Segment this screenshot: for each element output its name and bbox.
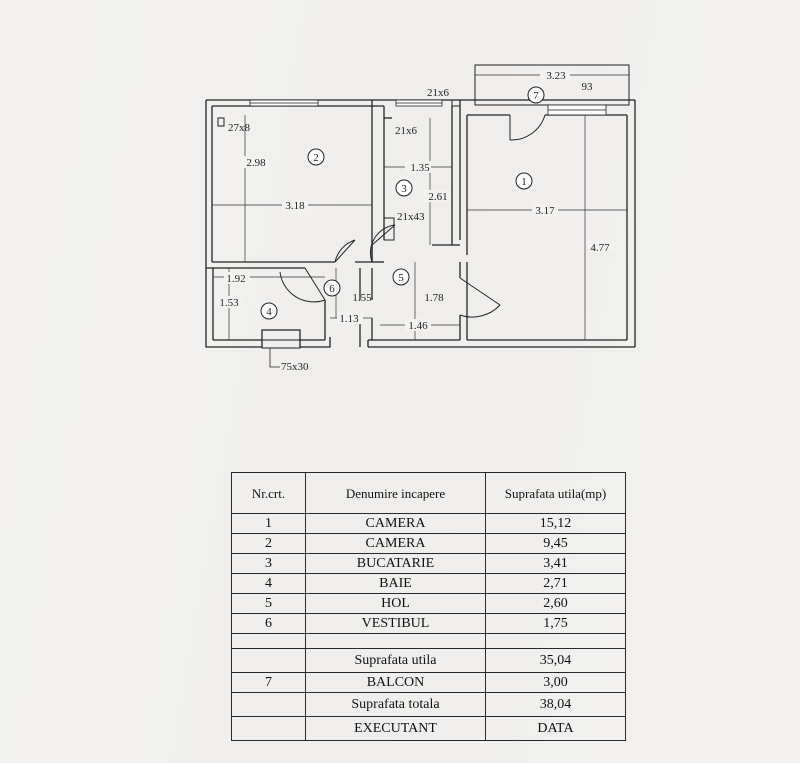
room-number-2: 2 [313, 152, 319, 164]
dim-niche-room2: 27x8 [228, 122, 251, 134]
row-name: BUCATARIE [305, 553, 486, 574]
row-name: CAMERA [305, 513, 486, 534]
row-area: 2,60 [485, 593, 626, 614]
footer-row: EXECUTANT DATA [231, 716, 626, 741]
useful-area-label: Suprafata utila [305, 648, 486, 673]
dim-balcony-width: 3.23 [546, 70, 566, 82]
room-number-6: 6 [329, 283, 335, 295]
table-row: 4 BAIE 2,71 [231, 573, 626, 594]
total-area-value: 38,04 [485, 692, 626, 717]
table-spacer-row [231, 633, 626, 649]
table-row: 3 BUCATARIE 3,41 [231, 553, 626, 574]
table-row: 6 VESTIBUL 1,75 [231, 613, 626, 634]
dim-vestibule-height: 1.55 [352, 292, 372, 304]
dim-balcony-depth: 93 [582, 81, 594, 93]
door-balcony [509, 114, 546, 141]
header-useful-area: Suprafata utila(mp) [485, 472, 626, 514]
row-area: 1,75 [485, 613, 626, 634]
row-name: CAMERA [305, 533, 486, 554]
dim-room2-width: 3.18 [285, 200, 305, 212]
row-nr: 5 [231, 593, 306, 614]
balcony-nr: 7 [231, 672, 306, 693]
total-area-label: Suprafata totala [305, 692, 486, 717]
door-room2 [334, 239, 356, 263]
balcony-row: 7 BALCON 3,00 [231, 672, 626, 693]
dim-vent-kitchen: 21x6 [395, 125, 418, 137]
total-area-row: Suprafata totala 38,04 [231, 692, 626, 717]
row-nr: 4 [231, 573, 306, 594]
row-area: 9,45 [485, 533, 626, 554]
executant-label: EXECUTANT [305, 716, 486, 741]
door-bath [279, 267, 326, 303]
room-number-1: 1 [521, 176, 527, 188]
header-room-name: Denumire incapere [305, 472, 486, 514]
dim-room1-width: 3.17 [535, 205, 555, 217]
dim-hall-height: 1.78 [424, 292, 444, 304]
row-name: BAIE [305, 573, 486, 594]
outer-wall-left-block [205, 100, 331, 348]
row-area: 15,12 [485, 513, 626, 534]
dim-bath-shaft: 75x30 [281, 361, 309, 373]
table-header-row: Nr.crt. Denumire incapere Suprafata util… [231, 472, 626, 514]
row-nr: 1 [231, 513, 306, 534]
door-room1 [459, 277, 501, 318]
balcony-area: 3,00 [485, 672, 626, 693]
dim-kitchen-shaft: 21x43 [397, 211, 425, 223]
dim-kitchen-height: 2.61 [428, 191, 447, 203]
row-area: 3,41 [485, 553, 626, 574]
table-row: 5 HOL 2,60 [231, 593, 626, 614]
room-number-7: 7 [533, 90, 539, 102]
dim-hall-width: 1.46 [408, 320, 428, 332]
useful-area-row: Suprafata utila 35,04 [231, 648, 626, 673]
row-area: 2,71 [485, 573, 626, 594]
useful-area-value: 35,04 [485, 648, 626, 673]
table-row: 1 CAMERA 15,12 [231, 513, 626, 534]
row-nr: 3 [231, 553, 306, 574]
dim-vestibule-width: 1.13 [339, 313, 359, 325]
room-number-5: 5 [398, 272, 404, 284]
header-nr: Nr.crt. [231, 472, 306, 514]
room-number-3: 3 [401, 183, 407, 195]
door-kitchen [369, 224, 396, 263]
date-label: DATA [485, 716, 626, 741]
row-name: HOL [305, 593, 486, 614]
room-area-table: Nr.crt. Denumire incapere Suprafata util… [231, 472, 626, 741]
balcony-name: BALCON [305, 672, 486, 693]
dim-kitchen-width: 1.35 [410, 162, 430, 174]
dim-vent-top: 21x6 [427, 87, 450, 99]
dim-bath-height: 1.53 [219, 297, 239, 309]
table-row: 2 CAMERA 9,45 [231, 533, 626, 554]
floor-plan: 7 2 3 1 5 6 4 3.23 93 21x6 27x8 21x6 2.9… [205, 64, 636, 373]
row-nr: 2 [231, 533, 306, 554]
row-name: VESTIBUL [305, 613, 486, 634]
dim-room2-height: 2.98 [246, 157, 266, 169]
dim-room1-height: 4.77 [590, 242, 610, 254]
room-number-4: 4 [266, 306, 272, 318]
row-nr: 6 [231, 613, 306, 634]
dim-bath-width: 1.92 [226, 273, 245, 285]
